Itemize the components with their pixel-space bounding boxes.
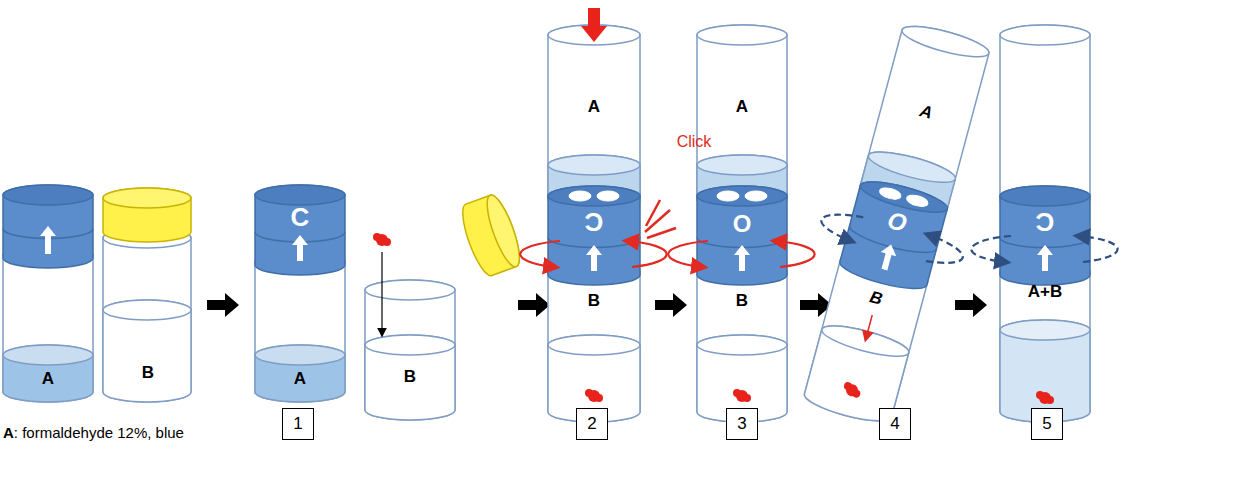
rotation-arrow (818, 207, 966, 270)
sample-dot (1036, 391, 1054, 404)
liquid (255, 345, 345, 402)
tube-letter: A (42, 370, 54, 387)
sample-dot (585, 389, 603, 402)
tube-letter: A (294, 370, 306, 387)
step-number-box: 2 (576, 408, 608, 440)
yellow-cap (103, 188, 191, 242)
step-number: 4 (890, 414, 899, 434)
sample-dot (842, 381, 863, 398)
sample-dot (733, 389, 751, 402)
liquid (3, 345, 93, 402)
vial-cap (697, 186, 787, 285)
glass-tube (697, 262, 787, 422)
liquid (365, 335, 455, 420)
cap-letter: O (733, 212, 752, 236)
step-number: 3 (737, 414, 746, 434)
vial-cap (255, 185, 345, 275)
rotation-arrow (971, 236, 1117, 262)
glass-tube (857, 20, 992, 222)
liquid (1000, 320, 1090, 422)
glass-tube (548, 25, 640, 210)
glass-tube (365, 280, 455, 420)
yellow-cap (456, 192, 525, 279)
drop-arrow (381, 252, 382, 334)
step-number: 2 (587, 414, 596, 434)
click-marks (645, 200, 676, 238)
cap-letter: C (291, 204, 310, 230)
reagent-letter: A (3, 424, 14, 441)
liquid (697, 155, 787, 208)
glass-tube (103, 228, 191, 402)
liquid (103, 300, 191, 402)
glass-tube (697, 25, 787, 210)
step-number-box: 5 (1031, 408, 1063, 440)
glass-tube (1000, 262, 1090, 422)
step-arrow (518, 293, 550, 317)
step-arrow (955, 293, 987, 317)
press-arrow (581, 8, 607, 42)
reagent-description: : formaldehyde 12%, blue (14, 424, 184, 441)
step-number-box: 1 (282, 408, 314, 440)
sample-dot (373, 233, 391, 246)
reagent-note: A: formaldehyde 12%, blue (3, 424, 184, 441)
tilted-vial (774, 13, 1018, 434)
step-number-box: 3 (726, 408, 758, 440)
tube-letter: B (142, 364, 154, 381)
step-arrow (655, 293, 687, 317)
tube-letter: B (404, 368, 416, 385)
vial-cap (1000, 186, 1090, 285)
tube-letter: A (736, 98, 748, 115)
rotation-arrow (668, 241, 814, 267)
glass-tube (1000, 25, 1090, 210)
vial-cap (548, 186, 640, 285)
tube-letter: B (588, 292, 600, 309)
tube-letter: B (736, 292, 748, 309)
tube-letter: A+B (1028, 283, 1062, 300)
step-number-box: 4 (879, 408, 911, 440)
tube-letter: A (588, 98, 600, 115)
step-number: 1 (293, 414, 302, 434)
sound-label: Click (677, 134, 712, 150)
vial-cap (3, 185, 93, 268)
rotation-arrow (520, 241, 666, 267)
cap-letter: Ɔ (1036, 209, 1055, 235)
glass-tube (548, 262, 640, 422)
liquid (548, 155, 640, 208)
cap-letter: Ɔ (585, 209, 604, 235)
step-arrow (207, 293, 239, 317)
step-number: 5 (1042, 414, 1051, 434)
